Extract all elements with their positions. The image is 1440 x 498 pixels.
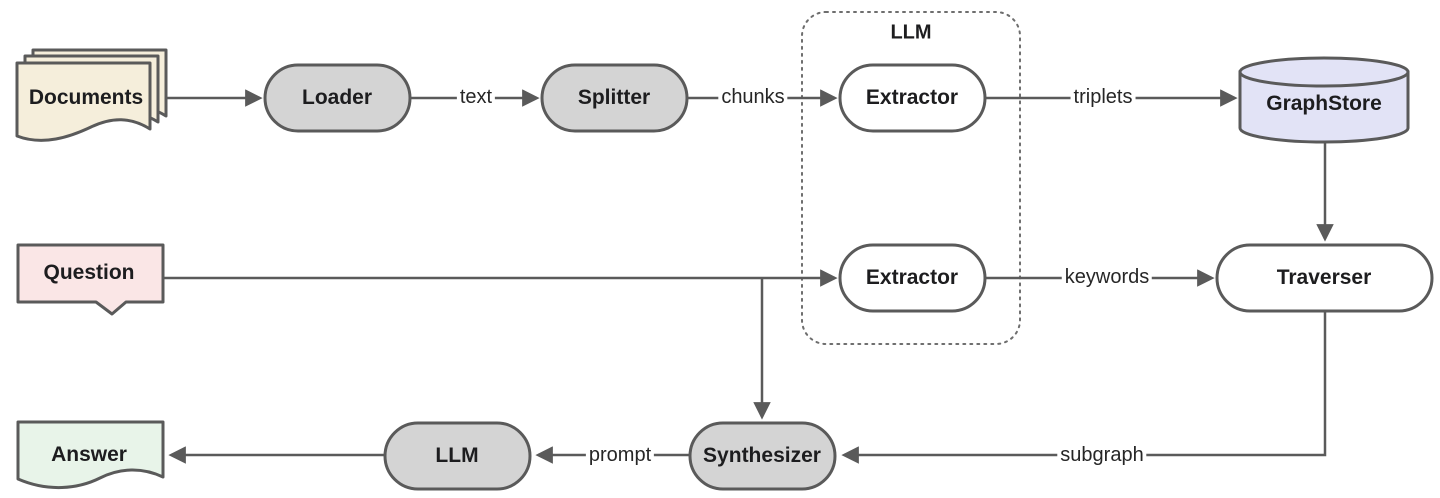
graphstore-body bbox=[1238, 70, 1410, 144]
answer-shape bbox=[16, 420, 165, 489]
edge-label-subgraph: subgraph bbox=[1057, 444, 1147, 466]
splitter-shape bbox=[540, 63, 689, 133]
traverser-label: Traverser bbox=[1276, 266, 1372, 289]
llm-group-box bbox=[801, 11, 1021, 345]
edge-traverser-synthesizer bbox=[841, 311, 1327, 464]
splitter-label: Splitter bbox=[577, 86, 651, 109]
answer-label: Answer bbox=[51, 443, 127, 466]
edge-label-prompt: prompt bbox=[585, 444, 655, 466]
extractor-ingest-shape bbox=[838, 63, 987, 133]
traverser-shape bbox=[1215, 243, 1434, 313]
graphstore-label: GraphStore bbox=[1266, 92, 1382, 115]
edge-label-text: text bbox=[456, 86, 496, 108]
extractor-ingest-label: Extractor bbox=[865, 86, 959, 109]
extractor-query-label: Extractor bbox=[865, 266, 959, 289]
llm-node-label: LLM bbox=[435, 444, 479, 467]
loader-shape bbox=[263, 63, 412, 133]
documents-shape bbox=[15, 48, 168, 142]
edge-label-triplets: triplets bbox=[1070, 86, 1136, 108]
graphstore-top bbox=[1238, 56, 1410, 88]
graphstore-shape bbox=[1238, 56, 1410, 144]
edge-label-keywords: keywords bbox=[1061, 266, 1153, 288]
stadium-nodes bbox=[263, 63, 1434, 491]
synthesizer-label: Synthesizer bbox=[703, 444, 821, 467]
loader-label: Loader bbox=[301, 86, 373, 109]
extractor-query-shape bbox=[838, 243, 987, 313]
question-shape bbox=[16, 243, 165, 316]
documents-page-front bbox=[15, 61, 152, 142]
documents-label: Documents bbox=[28, 86, 144, 109]
edge-label-chunks: chunks bbox=[718, 86, 788, 108]
llm-node-shape bbox=[383, 421, 532, 491]
llm-group-label: LLM bbox=[890, 21, 932, 44]
question-label: Question bbox=[43, 261, 135, 284]
synthesizer-shape bbox=[688, 421, 837, 491]
